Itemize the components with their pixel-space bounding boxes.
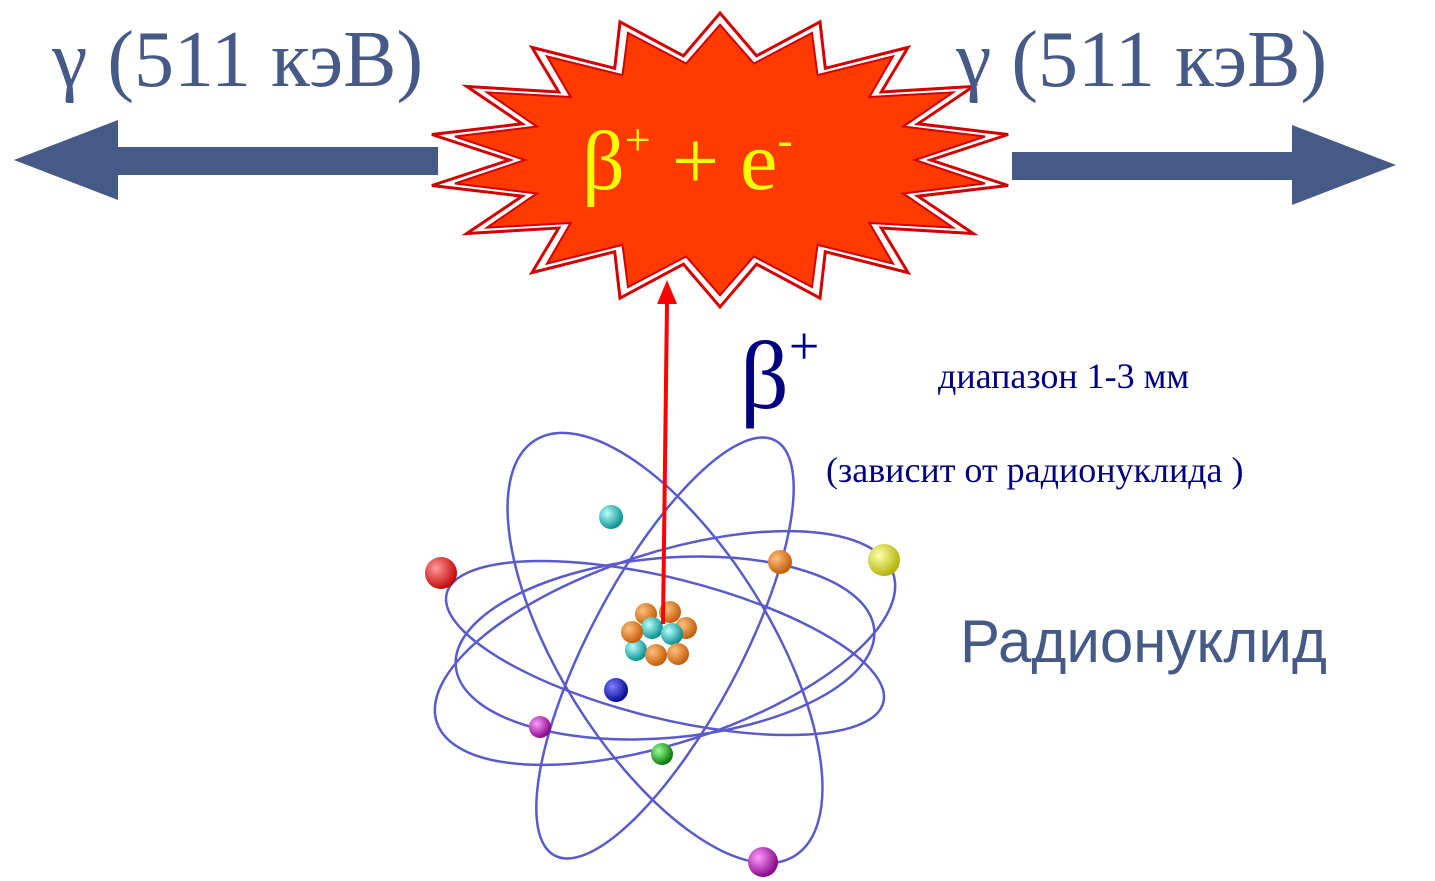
gamma-left-energy: (511 кэВ) (107, 16, 423, 104)
electron-orange (768, 550, 792, 574)
gamma-right-energy: (511 кэВ) (1011, 16, 1327, 104)
beta-arrow-head (657, 280, 677, 304)
gamma-arrow-left (14, 120, 438, 200)
gamma-arrow-right (1012, 125, 1396, 205)
beta-plus-label: β+ (740, 328, 819, 424)
electron-blue (604, 678, 628, 702)
nucleus (621, 601, 697, 666)
electron-red (425, 557, 457, 589)
radionuclide-label: Радионуклид (960, 612, 1327, 672)
nucleon (645, 644, 667, 666)
nucleon (621, 621, 643, 643)
annihilation-label: β+ + e- (582, 120, 793, 204)
electron-purple (529, 716, 551, 738)
electron-yellow (868, 544, 900, 576)
beta-symbol: β (740, 322, 789, 429)
gamma-right-symbol: γ (956, 16, 991, 104)
nucleon (667, 643, 689, 665)
electron-cyan (599, 505, 623, 529)
gamma-right-label: γ (511 кэВ) (956, 20, 1327, 100)
gamma-left-symbol: γ (52, 16, 87, 104)
beta-sup: + (789, 316, 819, 376)
range-label: диапазон 1-3 мм (938, 358, 1189, 394)
electron-magenta (748, 847, 778, 877)
annihilation-e-sup: - (777, 114, 792, 165)
gamma-left-label: γ (511 кэВ) (52, 20, 423, 100)
depends-label: (зависит от радионуклида ) (826, 452, 1244, 488)
annihilation-beta: β (582, 115, 625, 208)
annihilation-beta-sup: + (625, 114, 651, 165)
nucleon (641, 617, 663, 639)
electron-green (651, 743, 673, 765)
nucleon (661, 623, 683, 645)
annihilation-plus-e: + e (651, 115, 778, 208)
